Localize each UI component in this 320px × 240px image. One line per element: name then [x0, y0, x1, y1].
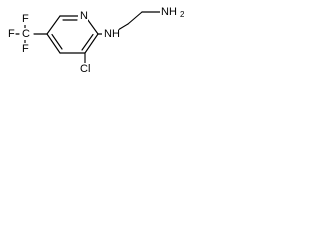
cf3-carbon-label: C [22, 28, 30, 40]
ring-nitrogen-mask [78, 10, 88, 22]
terminal-amine-mask [160, 6, 184, 18]
cf3-fluorine-bottom-mask [21, 43, 29, 55]
molecule-drawing: N NH NH 2 Cl C F F F [7, 6, 184, 75]
chlorine-label: Cl [80, 63, 90, 75]
chlorine-mask [78, 63, 94, 75]
chain-bond-c1-c2 [127, 11, 143, 25]
ring-double-bond-c2-c3 [81, 33, 94, 51]
amine-nh-mask [102, 28, 119, 40]
cf3-fluorine-top-label: F [22, 13, 29, 25]
cf3-fluorine-bottom-label: F [22, 43, 29, 55]
ring-bond-c2-c3 [84, 33, 99, 54]
cf3-fluorine-left-mask [7, 28, 15, 40]
terminal-amine-label: NH 2 [161, 6, 184, 19]
ring-double-bond-c4-c5 [51, 33, 63, 50]
cf3-fluorine-left-label: F [8, 28, 15, 40]
ring-bond-c4-c5 [46, 33, 61, 54]
bond-layer [15, 11, 162, 64]
cf3-fluorine-top-mask [21, 13, 29, 25]
chemical-structure-canvas: N NH NH 2 Cl C F F F [0, 0, 184, 83]
amine-nh-label: NH [104, 28, 120, 40]
ring-bond-c5-c6 [46, 15, 61, 35]
ring-nitrogen-label: N [80, 10, 88, 22]
terminal-amine-subscript: 2 [180, 10, 184, 19]
cf3-carbon-mask [20, 28, 30, 40]
atom-label-layer: N NH NH 2 Cl C F F F [7, 6, 184, 75]
chain-bond-nh-c1 [117, 23, 129, 31]
terminal-amine-main: NH [161, 6, 177, 18]
